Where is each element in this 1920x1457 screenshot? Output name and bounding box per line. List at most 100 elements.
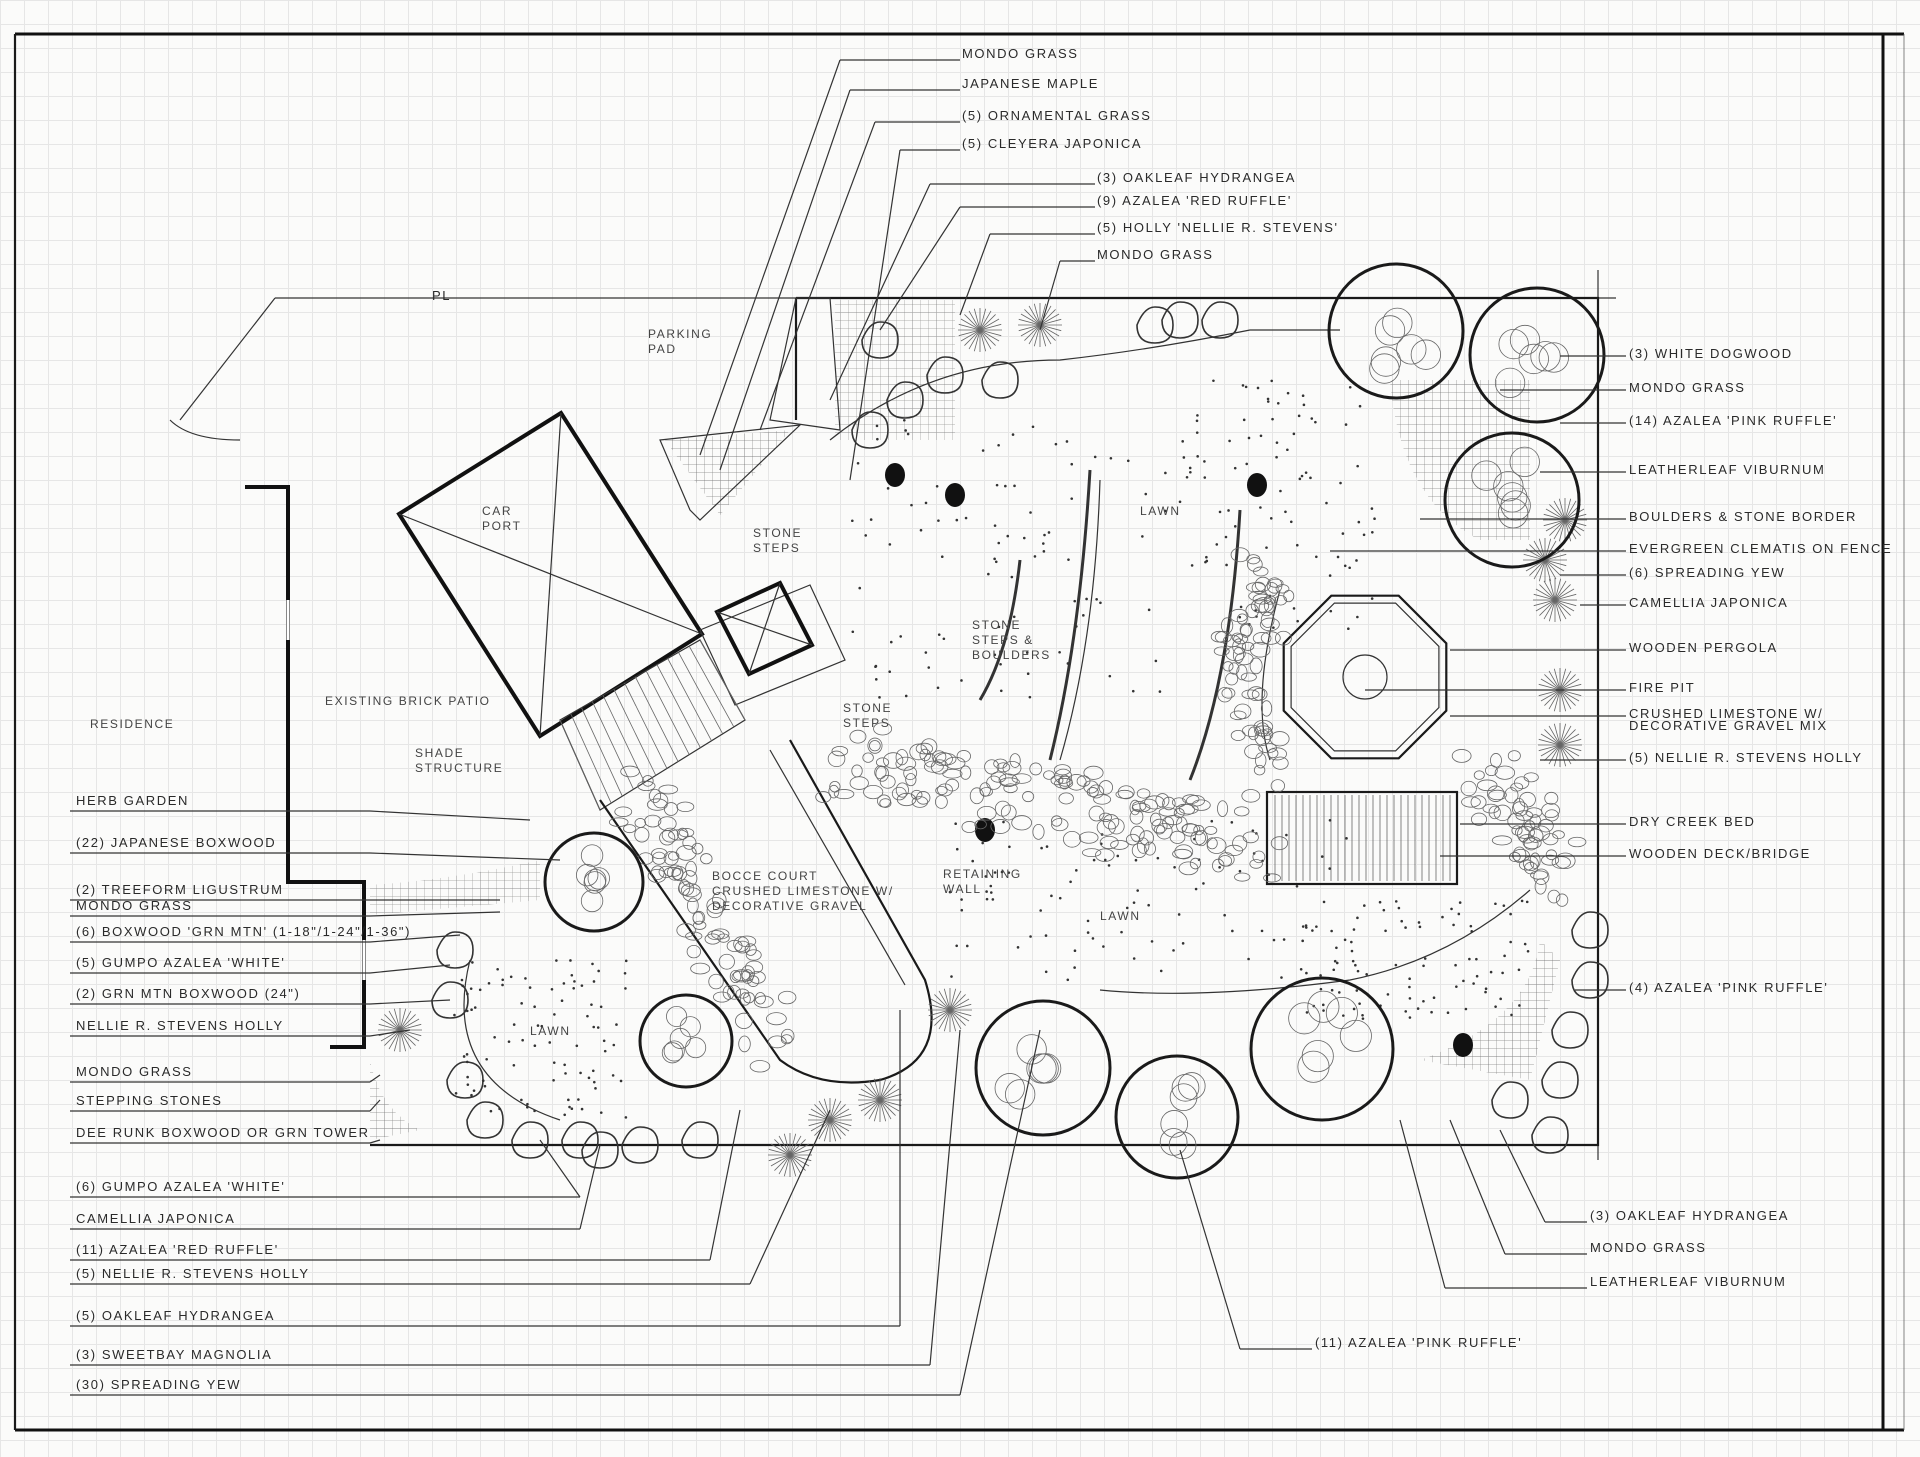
plant-label-right: CRUSHED LIMESTONE W/ <box>1629 706 1823 721</box>
plant-label-left: (2) GRN MTN BOXWOOD (24") <box>76 986 300 1001</box>
residence-label: RESIDENCE <box>90 717 174 731</box>
plant-label-right: WOODEN PERGOLA <box>1629 640 1778 655</box>
retaining-wall-label: WALL <box>943 882 982 896</box>
plant-label-top: (5) CLEYERA JAPONICA <box>962 136 1142 151</box>
bocce-court-label: CRUSHED LIMESTONE W/ <box>712 884 894 898</box>
leader-line <box>759 121 876 431</box>
plant-label-right: BOULDERS & STONE BORDER <box>1629 509 1857 524</box>
leader-line <box>369 999 451 1005</box>
plant-label-top: JAPANESE MAPLE <box>962 76 1099 91</box>
leader-line <box>879 206 961 331</box>
plant-label-left: (5) NELLIE R. STEVENS HOLLY <box>76 1266 310 1281</box>
bocce-court-label: BOCCE COURT <box>712 869 818 883</box>
plant-label-left: (11) AZALEA 'RED RUFFLE' <box>76 1242 279 1257</box>
plant-label-right: (3) WHITE DOGWOOD <box>1629 346 1793 361</box>
plant-label-bottom-right: LEATHERLEAF VIBURNUM <box>1590 1274 1786 1289</box>
carport-label: PORT <box>482 519 522 533</box>
plant-label-bottom-right: (3) OAKLEAF HYDRANGEA <box>1590 1208 1789 1223</box>
leader-line <box>369 1074 381 1083</box>
stone-steps-label: STONE <box>843 701 892 715</box>
garden-fence <box>370 296 1600 1147</box>
leader-line <box>369 1029 411 1037</box>
tree-symbols <box>543 262 1606 1180</box>
leader-lines <box>70 59 1626 1396</box>
leader-line <box>709 1109 741 1261</box>
stone-steps-boulders-label: STONE <box>972 618 1021 632</box>
dry-creek-stones <box>608 547 1587 1073</box>
plant-label-right: EVERGREEN CLEMATIS ON FENCE <box>1629 541 1892 556</box>
leader-line <box>1449 1119 1506 1255</box>
plant-label-left: (30) SPREADING YEW <box>76 1377 241 1392</box>
plant-label-right: (4) AZALEA 'PINK RUFFLE' <box>1629 980 1828 995</box>
plant-label-left: (6) GUMPO AZALEA 'WHITE' <box>76 1179 286 1194</box>
leader-line <box>1179 1149 1241 1350</box>
plant-label-left: DEE RUNK BOXWOOD OR GRN TOWER <box>76 1125 370 1140</box>
plant-label-left: MONDO GRASS <box>76 1064 193 1079</box>
leader-line <box>369 911 501 917</box>
plant-label-top: (5) HOLLY 'NELLIE R. STEVENS' <box>1097 220 1339 235</box>
plant-label-right: (5) NELLIE R. STEVENS HOLLY <box>1629 750 1863 765</box>
plant-labels: MONDO GRASS JAPANESE MAPLE (5) ORNAMENTAL … <box>76 46 1892 1392</box>
plant-label-left: HERB GARDEN <box>76 793 189 808</box>
stone-steps-boulders-label: STEPS & <box>972 633 1034 647</box>
plant-label-left: (3) SWEETBAY MAGNOLIA <box>76 1347 272 1362</box>
leader-line <box>829 183 931 401</box>
shrub-symbols <box>378 301 1609 1177</box>
leader-line <box>959 233 991 316</box>
stone-steps-label: STEPS <box>753 541 800 555</box>
leader-line <box>369 810 531 821</box>
plant-label-right: MONDO GRASS <box>1629 380 1746 395</box>
plant-label-top: (3) OAKLEAF HYDRANGEA <box>1097 170 1296 185</box>
leader-line <box>849 149 901 481</box>
plant-label-left: (5) GUMPO AZALEA 'WHITE' <box>76 955 286 970</box>
plant-label-right: FIRE PIT <box>1629 680 1695 695</box>
leader-line <box>369 934 461 943</box>
carport-label: CAR <box>482 504 512 518</box>
retaining-wall-label: RETAINING <box>943 867 1022 881</box>
lawn-label: LAWN <box>1100 909 1141 923</box>
leader-line <box>929 1029 961 1366</box>
plant-label-right: WOODEN DECK/BRIDGE <box>1629 846 1811 861</box>
shade-structure <box>559 580 846 811</box>
leader-line <box>369 1099 381 1112</box>
plant-label-left: NELLIE R. STEVENS HOLLY <box>76 1018 284 1033</box>
plant-label-left: (5) OAKLEAF HYDRANGEA <box>76 1308 275 1323</box>
leader-line <box>539 1139 581 1198</box>
existing-patio-label: EXISTING BRICK PATIO <box>325 694 491 708</box>
leader-line <box>369 1139 381 1144</box>
leader-line <box>1399 1119 1446 1289</box>
stone-steps-boulders-label: BOULDERS <box>972 648 1051 662</box>
plant-label-right: CAMELLIA JAPONICA <box>1629 595 1788 610</box>
stone-steps-label: STONE <box>753 526 802 540</box>
plant-label-top: (9) AZALEA 'RED RUFFLE' <box>1097 193 1292 208</box>
plant-label-right: (14) AZALEA 'PINK RUFFLE' <box>1629 413 1837 428</box>
leader-line <box>369 852 561 861</box>
stone-steps-label: STEPS <box>843 716 890 730</box>
plant-label-top: (5) ORNAMENTAL GRASS <box>962 108 1151 123</box>
plant-label-right: DRY CREEK BED <box>1629 814 1756 829</box>
shade-structure-label: STRUCTURE <box>415 761 503 775</box>
plant-label-left: STEPPING STONES <box>76 1093 223 1108</box>
leader-line <box>1499 1129 1546 1223</box>
plant-label-right: LEATHERLEAF VIBURNUM <box>1629 462 1825 477</box>
parking-pad-label: PARKING <box>648 327 712 341</box>
leader-line <box>369 964 451 974</box>
plant-label-right: DECORATIVE GRAVEL MIX <box>1629 718 1828 733</box>
leader-line <box>959 1029 1041 1396</box>
lawn-stipple <box>453 379 1530 1119</box>
plant-label-top: MONDO GRASS <box>962 46 1079 61</box>
sheet-border <box>13 32 1905 1432</box>
bocce-court-label: DECORATIVE GRAVEL <box>712 899 867 913</box>
plant-label-left: (22) JAPANESE BOXWOOD <box>76 835 276 850</box>
plant-label-left: CAMELLIA JAPONICA <box>76 1211 235 1226</box>
plant-label-right: (6) SPREADING YEW <box>1629 565 1785 580</box>
lawn-label: LAWN <box>530 1024 571 1038</box>
leader-line <box>719 89 851 471</box>
leader-line <box>749 1109 831 1285</box>
plant-label-left: MONDO GRASS <box>76 898 193 913</box>
leader-line <box>699 59 841 456</box>
property-line-mark: PL <box>432 288 451 303</box>
